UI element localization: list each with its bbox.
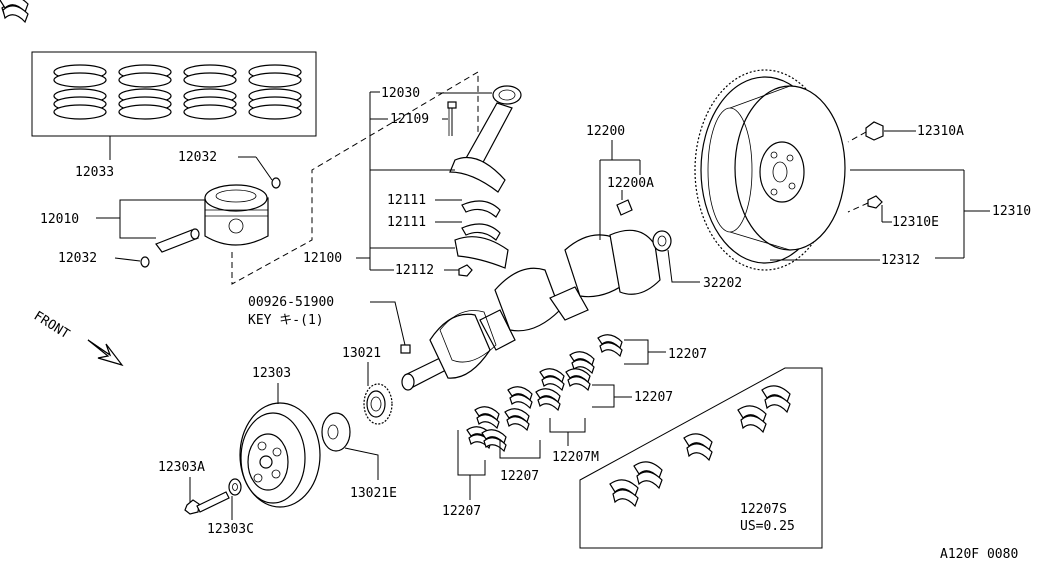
piston-ring-set	[31, 51, 317, 137]
label-32202: 32202	[703, 276, 742, 291]
rod-cap	[454, 236, 509, 269]
pilot-bushing	[652, 230, 672, 252]
piston	[204, 184, 269, 246]
label-12310e: 12310E	[892, 215, 939, 230]
label-us-025: US=0.25	[740, 519, 795, 534]
label-12200a: 12200A	[607, 176, 654, 191]
piston-pin	[155, 228, 200, 253]
label-12303: 12303	[252, 366, 291, 381]
label-12100: 12100	[303, 251, 342, 266]
pulley-bolt	[184, 491, 230, 515]
crank-pulley	[239, 402, 321, 508]
label-12112: 12112	[395, 263, 434, 278]
label-12312: 12312	[881, 253, 920, 268]
connecting-rod	[449, 85, 522, 193]
snap-ring-upper	[271, 177, 281, 189]
label-00926-51900: 00926-51900	[248, 295, 334, 310]
flywheel	[694, 69, 846, 271]
label-12207-d: 12207	[442, 504, 481, 519]
snap-ring-lower	[140, 256, 150, 268]
label-12303c: 12303C	[207, 522, 254, 537]
rod-bolt	[447, 101, 457, 136]
label-13021e: 13021E	[350, 486, 397, 501]
spacer-washer	[321, 412, 351, 452]
front-arrow-icon	[87, 339, 124, 367]
rod-bearing-lower	[461, 223, 501, 241]
rod-nut	[458, 264, 473, 277]
pulley-washer	[228, 478, 242, 496]
flywheel-bolt-12310e	[847, 195, 883, 213]
label-12310: 12310	[992, 204, 1031, 219]
label-12030: 12030	[381, 86, 420, 101]
label-13021: 13021	[342, 346, 381, 361]
label-12032-lower: 12032	[58, 251, 97, 266]
label-12207m: 12207M	[552, 450, 599, 465]
rod-bearing-upper	[461, 200, 501, 218]
label-12032-upper: 12032	[178, 150, 217, 165]
label-12207-a: 12207	[668, 347, 707, 362]
crank-sprocket	[363, 383, 393, 425]
label-12111-lower: 12111	[387, 215, 426, 230]
label-12303a: 12303A	[158, 460, 205, 475]
label-12033: 12033	[75, 165, 114, 180]
label-12207s: 12207S	[740, 502, 787, 517]
label-12111-upper: 12111	[387, 193, 426, 208]
flywheel-bolt-12310a	[847, 121, 884, 143]
front-label: FRONT	[31, 309, 72, 343]
label-12207-b: 12207	[634, 390, 673, 405]
label-12109: 12109	[390, 112, 429, 127]
crankshaft	[401, 229, 661, 391]
label-12310a: 12310A	[917, 124, 964, 139]
label-12207-c: 12207	[500, 469, 539, 484]
label-12010: 12010	[40, 212, 79, 227]
crank-key	[400, 344, 411, 354]
crank-key-12200a	[616, 199, 633, 216]
diagram-code: A120F 0080	[940, 547, 1018, 562]
label-key: KEY キ-(1)	[248, 313, 324, 328]
undersize-bearing-kit	[0, 0, 823, 549]
label-12200: 12200	[586, 124, 625, 139]
